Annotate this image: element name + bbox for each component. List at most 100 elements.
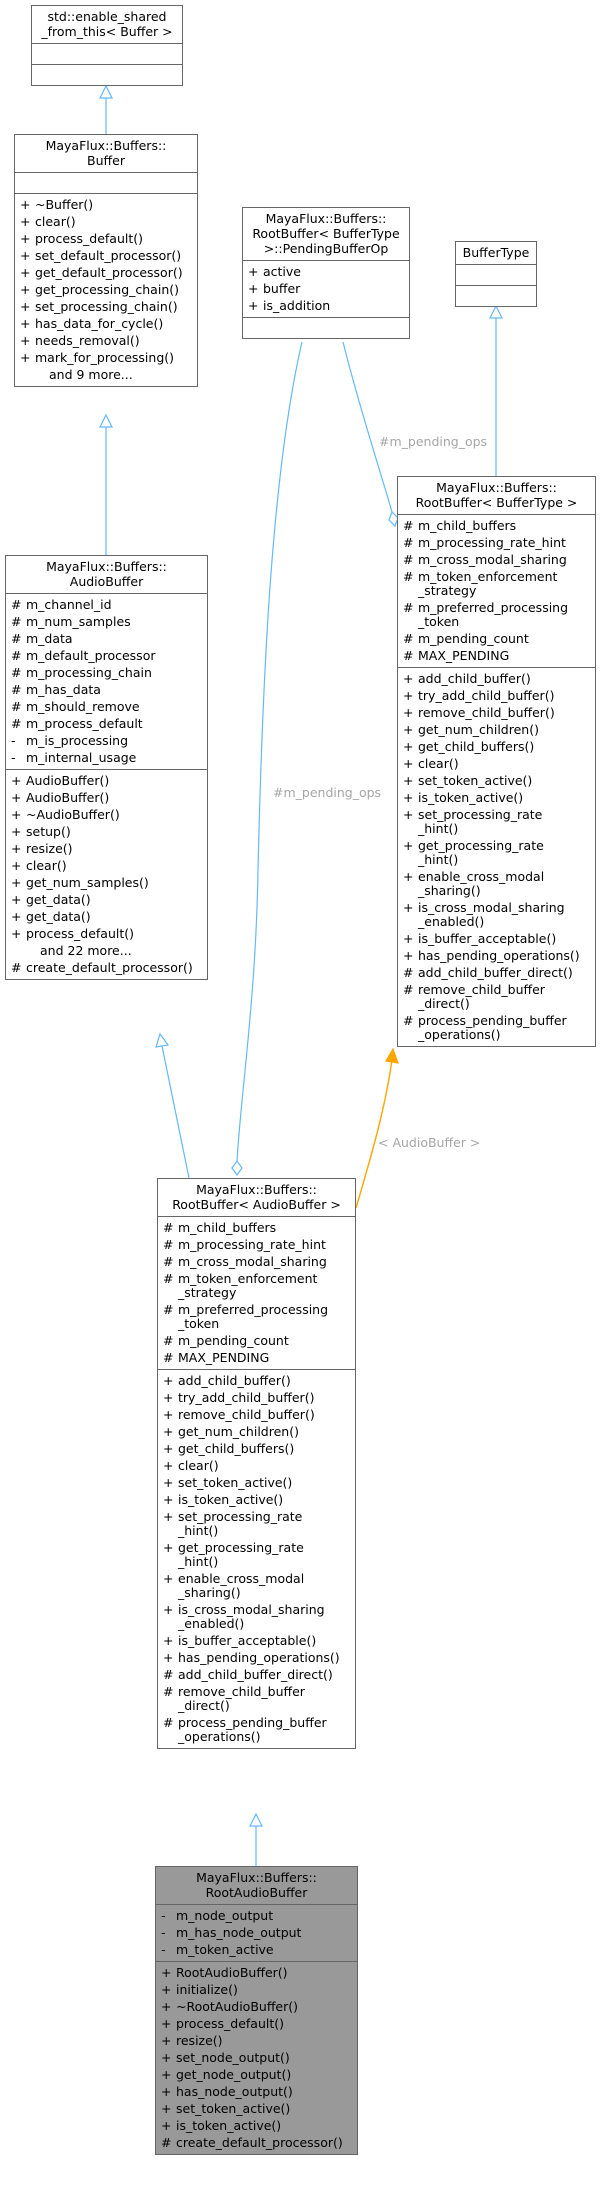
class-buffertype[interactable]: BufferType — [455, 241, 537, 307]
attribute-row[interactable]: #m_pending_count — [158, 1332, 355, 1349]
method-row[interactable]: +get_num_samples() — [6, 874, 207, 891]
method-row[interactable]: +add_child_buffer() — [398, 670, 595, 687]
method-row[interactable]: #add_child_buffer_direct() — [158, 1666, 355, 1683]
attribute-row[interactable]: #m_should_remove — [6, 698, 207, 715]
method-row[interactable]: +get_processing_chain() — [15, 281, 197, 298]
attribute-row[interactable]: +is_addition — [243, 297, 409, 314]
method-row[interactable]: +AudioBuffer() — [6, 772, 207, 789]
method-row[interactable]: +get_child_buffers() — [398, 738, 595, 755]
method-row[interactable]: +set_processing_rate_hint() — [158, 1508, 355, 1539]
method-row[interactable]: #remove_child_buffer_direct() — [398, 981, 595, 1012]
attribute-row[interactable]: #m_preferred_processing_token — [398, 599, 595, 630]
method-row[interactable]: +is_token_active() — [156, 2117, 357, 2134]
method-row[interactable]: +~AudioBuffer() — [6, 806, 207, 823]
method-row[interactable]: +~Buffer() — [15, 196, 197, 213]
method-row[interactable]: +process_default() — [6, 925, 207, 942]
attribute-row[interactable]: #m_num_samples — [6, 613, 207, 630]
method-row[interactable]: +is_cross_modal_sharing_enabled() — [158, 1601, 355, 1632]
method-row[interactable]: +set_token_active() — [158, 1474, 355, 1491]
attribute-row[interactable]: #m_processing_chain — [6, 664, 207, 681]
method-row[interactable]: +has_pending_operations() — [158, 1649, 355, 1666]
class-buffer[interactable]: MayaFlux::Buffers::Buffer+~Buffer()+clea… — [14, 134, 198, 387]
method-row[interactable]: +set_processing_chain() — [15, 298, 197, 315]
class-audiobuffer[interactable]: MayaFlux::Buffers::AudioBuffer#m_channel… — [5, 555, 208, 980]
class-rootbuffer-audiobuffer[interactable]: MayaFlux::Buffers::RootBuffer< AudioBuff… — [157, 1178, 356, 1749]
method-row[interactable]: +resize() — [6, 840, 207, 857]
attribute-row[interactable]: #m_child_buffers — [158, 1219, 355, 1236]
attribute-row[interactable]: +buffer — [243, 280, 409, 297]
class-rootaudiobuffer[interactable]: MayaFlux::Buffers::RootAudioBuffer-m_nod… — [155, 1866, 358, 2155]
method-row[interactable]: #create_default_processor() — [6, 959, 207, 976]
method-row[interactable]: +get_num_children() — [398, 721, 595, 738]
attribute-row[interactable]: #m_cross_modal_sharing — [158, 1253, 355, 1270]
method-row[interactable]: +~RootAudioBuffer() — [156, 1998, 357, 2015]
attribute-row[interactable]: #m_default_processor — [6, 647, 207, 664]
method-row[interactable]: +clear() — [398, 755, 595, 772]
method-row[interactable]: +set_default_processor() — [15, 247, 197, 264]
method-row[interactable]: +add_child_buffer() — [158, 1372, 355, 1389]
attribute-row[interactable]: +active — [243, 263, 409, 280]
method-row[interactable]: +resize() — [156, 2032, 357, 2049]
method-row[interactable]: +get_processing_rate_hint() — [158, 1539, 355, 1570]
attribute-row[interactable]: #m_processing_rate_hint — [398, 534, 595, 551]
attribute-row[interactable]: -m_is_processing — [6, 732, 207, 749]
method-row[interactable]: #process_pending_buffer_operations() — [158, 1714, 355, 1745]
attribute-row[interactable]: -m_node_output — [156, 1907, 357, 1924]
attribute-row[interactable]: #m_pending_count — [398, 630, 595, 647]
attribute-row[interactable]: #m_has_data — [6, 681, 207, 698]
attribute-row[interactable]: #MAX_PENDING — [398, 647, 595, 664]
class-rootbuffer-template[interactable]: MayaFlux::Buffers::RootBuffer< BufferTyp… — [397, 476, 596, 1047]
attribute-row[interactable]: #m_token_enforcement_strategy — [398, 568, 595, 599]
method-row[interactable]: #remove_child_buffer_direct() — [158, 1683, 355, 1714]
method-row[interactable]: +set_token_active() — [156, 2100, 357, 2117]
method-row[interactable]: +try_add_child_buffer() — [158, 1389, 355, 1406]
attribute-row[interactable]: #m_data — [6, 630, 207, 647]
method-row[interactable]: +clear() — [15, 213, 197, 230]
method-row[interactable]: +remove_child_buffer() — [398, 704, 595, 721]
method-row[interactable]: +try_add_child_buffer() — [398, 687, 595, 704]
method-row[interactable]: +clear() — [6, 857, 207, 874]
attribute-row[interactable]: #m_channel_id — [6, 596, 207, 613]
method-row[interactable]: +has_data_for_cycle() — [15, 315, 197, 332]
method-row[interactable]: +is_buffer_acceptable() — [398, 930, 595, 947]
attribute-row[interactable]: #m_token_enforcement_strategy — [158, 1270, 355, 1301]
method-row[interactable]: +set_processing_rate_hint() — [398, 806, 595, 837]
method-row[interactable]: +get_child_buffers() — [158, 1440, 355, 1457]
attribute-row[interactable]: #m_cross_modal_sharing — [398, 551, 595, 568]
attribute-row[interactable]: #m_process_default — [6, 715, 207, 732]
method-row[interactable]: +remove_child_buffer() — [158, 1406, 355, 1423]
more-members-link[interactable]: and 9 more... — [49, 367, 133, 382]
method-row[interactable]: +get_processing_rate_hint() — [398, 837, 595, 868]
method-row[interactable]: +get_num_children() — [158, 1423, 355, 1440]
attribute-row[interactable]: #MAX_PENDING — [158, 1349, 355, 1366]
class-pending-buffer-op[interactable]: MayaFlux::Buffers::RootBuffer< BufferTyp… — [242, 207, 410, 339]
method-row[interactable]: +is_cross_modal_sharing_enabled() — [398, 899, 595, 930]
method-row[interactable]: +set_token_active() — [398, 772, 595, 789]
method-row[interactable]: +initialize() — [156, 1981, 357, 1998]
method-row[interactable]: +enable_cross_modal_sharing() — [398, 868, 595, 899]
method-row[interactable]: +is_token_active() — [158, 1491, 355, 1508]
method-row[interactable]: +get_default_processor() — [15, 264, 197, 281]
method-row[interactable]: +process_default() — [15, 230, 197, 247]
method-row[interactable]: +get_data() — [6, 908, 207, 925]
more-members-link[interactable]: and 22 more... — [40, 943, 132, 958]
method-row[interactable]: +set_node_output() — [156, 2049, 357, 2066]
method-row[interactable]: +process_default() — [156, 2015, 357, 2032]
method-row[interactable]: +get_data() — [6, 891, 207, 908]
method-row[interactable]: +has_pending_operations() — [398, 947, 595, 964]
method-row[interactable]: +clear() — [158, 1457, 355, 1474]
attribute-row[interactable]: -m_has_node_output — [156, 1924, 357, 1941]
attribute-row[interactable]: -m_internal_usage — [6, 749, 207, 766]
method-row[interactable]: +RootAudioBuffer() — [156, 1964, 357, 1981]
attribute-row[interactable]: #m_preferred_processing_token — [158, 1301, 355, 1332]
method-row[interactable]: +is_buffer_acceptable() — [158, 1632, 355, 1649]
method-row[interactable]: +has_node_output() — [156, 2083, 357, 2100]
method-row[interactable]: +mark_for_processing() — [15, 349, 197, 366]
method-row[interactable]: #create_default_processor() — [156, 2134, 357, 2151]
attribute-row[interactable]: #m_child_buffers — [398, 517, 595, 534]
attribute-row[interactable]: #m_processing_rate_hint — [158, 1236, 355, 1253]
method-row[interactable]: +setup() — [6, 823, 207, 840]
method-row[interactable]: +enable_cross_modal_sharing() — [158, 1570, 355, 1601]
method-row[interactable]: +needs_removal() — [15, 332, 197, 349]
method-row[interactable]: +is_token_active() — [398, 789, 595, 806]
